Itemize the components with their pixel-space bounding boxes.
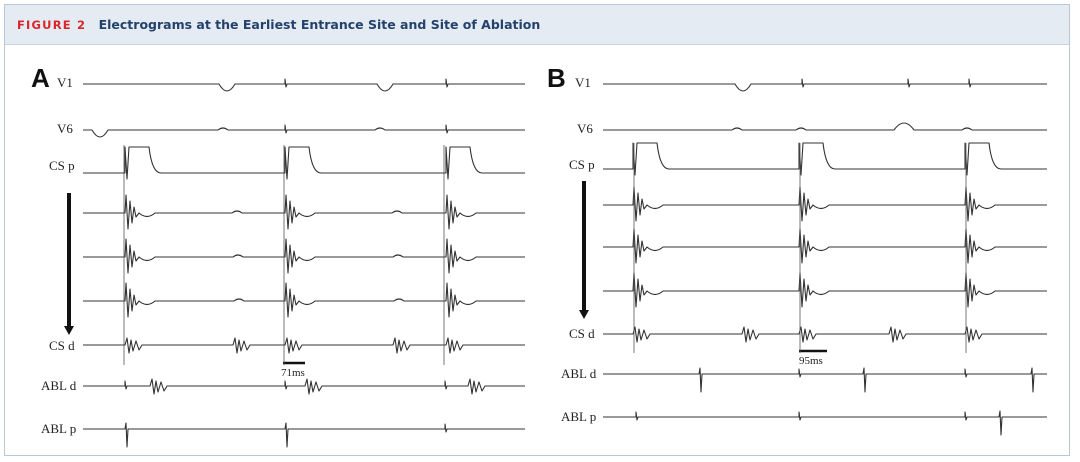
panel-b: B V1 V6 CS p CS d ABL d ABL p 95ms xyxy=(537,45,1069,456)
electrogram-trace xyxy=(83,282,525,318)
electrogram-trace xyxy=(603,272,1047,308)
panel-a: A V1 V6 CS p CS d ABL d ABL p 71ms xyxy=(5,45,535,456)
scale-bar-label: 95ms xyxy=(799,355,823,367)
electrogram-trace xyxy=(83,124,525,138)
lead-label-abl-p: ABL p xyxy=(561,409,597,424)
lead-label-v1: V1 xyxy=(575,75,591,90)
arrow-head-icon xyxy=(64,326,74,335)
lead-label-cs-d: CS d xyxy=(49,338,75,353)
electrogram-trace xyxy=(603,410,1047,436)
electrogram-trace xyxy=(603,228,1047,264)
figure-title: Electrograms at the Earliest Entrance Si… xyxy=(98,17,541,32)
lead-label-abl-d: ABL d xyxy=(561,366,597,381)
electrogram-trace xyxy=(83,194,525,230)
electrogram-trace xyxy=(83,378,525,395)
lead-label-cs-p: CS p xyxy=(49,158,75,173)
electrogram-trace xyxy=(603,122,1047,131)
lead-label-v6: V6 xyxy=(577,121,593,136)
electrogram-trace xyxy=(603,78,1047,92)
electrogram-trace xyxy=(83,146,525,180)
panel-b-electrograms xyxy=(579,78,1047,436)
figure-header: FIGURE 2 Electrograms at the Earliest En… xyxy=(5,5,1069,45)
panel-a-electrograms xyxy=(64,78,525,448)
panel-b-letter: B xyxy=(547,63,566,93)
lead-label-abl-d: ABL d xyxy=(41,378,77,393)
lead-label-abl-p: ABL p xyxy=(41,421,77,436)
electrogram-trace xyxy=(603,186,1047,222)
electrogram-trace xyxy=(603,367,1047,393)
panel-a-letter: A xyxy=(31,63,50,93)
lead-label-v1: V1 xyxy=(57,75,73,90)
electrogram-trace xyxy=(83,422,525,448)
lead-label-cs-p: CS p xyxy=(569,157,595,172)
electrogram-trace xyxy=(603,326,1047,343)
lead-label-v6: V6 xyxy=(57,121,73,136)
electrogram-trace xyxy=(603,142,1047,176)
figure-label: FIGURE 2 xyxy=(17,18,87,32)
arrow-head-icon xyxy=(579,310,589,319)
electrogram-trace xyxy=(83,78,525,92)
scale-bar-label: 71ms xyxy=(281,367,305,379)
figure-box: FIGURE 2 Electrograms at the Earliest En… xyxy=(4,4,1070,456)
lead-label-cs-d: CS d xyxy=(569,326,595,341)
electrogram-trace xyxy=(83,238,525,274)
electrogram-trace xyxy=(83,337,525,354)
